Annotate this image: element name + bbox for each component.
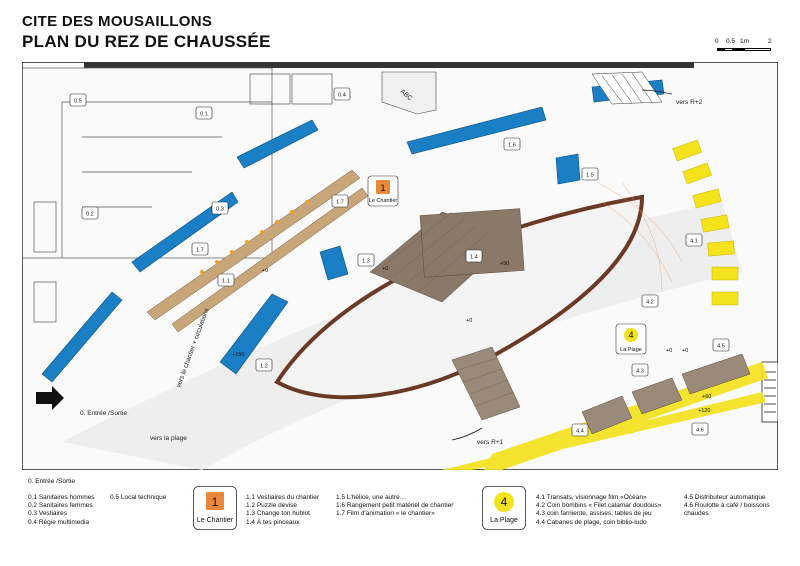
chantier-map-label: Le Chantier	[369, 198, 398, 204]
zone-label: 4.6	[696, 428, 704, 434]
zone-label: 1.7	[196, 248, 204, 254]
zone-label: 1.6	[508, 143, 516, 149]
zone-label: 0.2	[86, 212, 94, 218]
zone-marker-1-4: 1.4	[465, 249, 483, 263]
zone-label: 4.4	[576, 429, 584, 435]
level-mark: +50	[500, 261, 509, 267]
zone-label: 0.5	[74, 99, 82, 105]
plan-subtitle: PLAN DU REZ DE CHAUSSÉE	[22, 32, 271, 51]
level-mark: +0	[682, 348, 688, 354]
plage-map-label: La Plage	[620, 347, 642, 353]
level-mark: +120	[698, 408, 710, 414]
zone-label: 4.3	[636, 369, 644, 375]
level-mark: +150	[232, 352, 244, 358]
entree-label: 0. Entrée /Sortie	[80, 410, 127, 417]
plan-title: CITE DES MOUSAILLONS	[22, 13, 213, 30]
plage-legend-badge: 4 La Plage	[482, 486, 526, 530]
zone-marker-1-2: 1.2	[255, 358, 273, 372]
zone-marker-4-3: 4.3	[631, 363, 649, 377]
legend-col-0b: 0.5 Local technique	[110, 494, 166, 502]
legend-entree: 0. Entrée /Sortie	[28, 478, 75, 486]
level-mark: +0	[382, 266, 388, 272]
floor-plan: 0.5 0.4 0.1 0.2 0.3 1.1 1.2 1.3 1.4 1.5 1.6 1.7 1.7 4…	[22, 62, 778, 470]
chantier-map-number: 1	[380, 183, 385, 193]
scale-label: 2	[768, 38, 772, 45]
entrance-arrow-icon	[36, 386, 64, 410]
zone-label: 4.2	[646, 300, 654, 306]
zone-label: 1.4	[470, 255, 478, 261]
zone-label: 1.1	[222, 279, 230, 285]
legend-item: 0.3 Vestiaires	[28, 510, 68, 518]
vers-plage-label: vers la plage	[150, 435, 187, 442]
zone-marker-0-5: 0.5	[69, 93, 87, 107]
zone-label: 4.1	[690, 239, 698, 245]
zone-label: 1.7	[336, 200, 344, 206]
level-mark: +0	[666, 348, 672, 354]
zone-marker-0-2: 0.2	[81, 206, 99, 220]
plage-legend-number: 4	[501, 495, 508, 509]
zone-marker-1-7b: 1.7	[331, 194, 349, 208]
legend-item: 4.5 Distributeur automatique	[684, 494, 766, 501]
legend-item: 1.5 L'hélice, une autre…	[336, 494, 407, 501]
zone-marker-1-5: 1.5	[581, 167, 599, 181]
chantier-legend-badge: 1 Le Chantier	[193, 486, 237, 530]
zone-marker-0-1: 0.1	[195, 106, 213, 120]
zone-label: 1.2	[260, 364, 268, 370]
legend-col-4: 4.1 Transats, visionnage film «Océan» 4.…	[536, 494, 661, 527]
zone-label: 1.3	[362, 259, 370, 265]
legend-item: 1.7 Film d'animation « le chantier»	[336, 510, 435, 518]
legend-item: 1.3 Change ton hublot	[246, 510, 310, 518]
legend-item: 4.4 Cabanes de plage, coin biblio-ludo	[536, 518, 647, 526]
legend-col-4b: 4.5 Distributeur automatique 4.6 Roulott…	[684, 494, 784, 519]
zone-marker-1-6: 1.6	[503, 137, 521, 151]
chantier-legend-number: 1	[212, 495, 219, 509]
vers-r1-label: vers R+1	[477, 439, 504, 446]
level-mark: +60	[702, 394, 711, 400]
legend-item: 1.2 Puzzle devise	[246, 502, 297, 510]
scale-bar-graphic	[717, 48, 771, 51]
zone-label: 4.5	[717, 344, 725, 350]
plage-legend-label: La Plage	[490, 517, 518, 524]
zone-marker-1-1: 1.1	[217, 273, 235, 287]
level-mark: +0	[262, 268, 268, 274]
legend-item: 1.1 Vestiaires du chantier	[246, 494, 319, 501]
legend-col-1: 1.1 Vestiaires du chantier 1.2 Puzzle de…	[246, 494, 319, 527]
plage-map-badge: 4 La Plage	[615, 323, 647, 355]
zone-marker-4-1: 4.1	[685, 233, 703, 247]
level-mark: +0	[466, 318, 472, 324]
legend-item: 4.1 Transats, visionnage film «Océan»	[536, 494, 647, 501]
scale-bar: 0 0.5 1m 2	[714, 38, 774, 58]
legend-item: 0.4 Régie multimedia	[28, 518, 90, 526]
zone-marker-0-3: 0.3	[211, 201, 229, 215]
zone-marker-4-2: 4.2	[641, 294, 659, 308]
chantier-legend-label: Le Chantier	[197, 517, 234, 524]
legend-col-0: 0.1 Sanitaires hommes 0.2 Sanitaires fem…	[28, 494, 94, 527]
zone-marker-1-3: 1.3	[357, 253, 375, 267]
legend-item: 4.2 Coin bombins « Filet calamar doudous…	[536, 502, 662, 510]
zone-label: 0.1	[200, 112, 208, 118]
legend-item: 4.6 Roulotte à café / boissons chaudes	[684, 502, 770, 518]
legend-item: 1.4 À tes pinceaux	[246, 518, 300, 526]
legend-col-1b: 1.5 L'hélice, une autre… 1.6 Rangement p…	[336, 494, 453, 519]
legend-item: 0.1 Sanitaires hommes	[28, 494, 95, 501]
zone-marker-0-4: 0.4	[333, 87, 351, 101]
zone-label: 1.5	[586, 173, 594, 179]
legend-item: 0. Entrée /Sortie	[28, 478, 75, 485]
zone-marker-4-4: 4.4	[571, 423, 589, 437]
legend-item: 0.5 Local technique	[110, 494, 167, 501]
chantier-map-badge: 1 Le Chantier	[367, 175, 399, 207]
legend-item: 4.3 coin farniente, assises, tables de j…	[536, 510, 652, 518]
vers-r2-label: vers R+2	[676, 99, 703, 106]
zone-marker-4-6: 4.6	[691, 422, 709, 436]
legend-item: 0.2 Sanitaires femmes	[28, 502, 93, 510]
zone-label: 0.4	[338, 93, 346, 99]
zone-marker-1-7a: 1.7	[191, 242, 209, 256]
legend-item: 1.6 Rangement petit matériel de chantier	[336, 502, 454, 510]
plage-map-number: 4	[628, 330, 633, 340]
scale-label: 0	[715, 38, 719, 45]
scale-label: 1m	[740, 38, 750, 45]
scale-label: 0.5	[726, 38, 736, 45]
zone-marker-4-5: 4.5	[712, 338, 730, 352]
zone-label: 0.3	[216, 207, 224, 213]
